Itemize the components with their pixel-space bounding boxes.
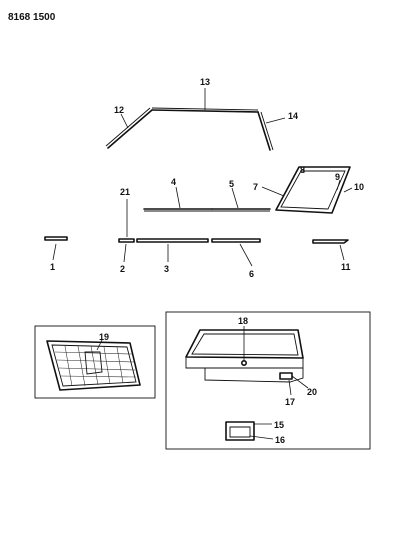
callout-14: 14 (288, 111, 298, 121)
callout-9: 9 (335, 172, 340, 182)
grille-inset: 19 (34, 325, 156, 399)
callout-5: 5 (229, 179, 234, 189)
liftgate-body (185, 357, 304, 369)
liftgate-inset: 18 20 17 15 16 (165, 311, 371, 450)
roof-molding-top-part-13 (151, 109, 259, 113)
quarter-window-outer-frame (275, 166, 351, 214)
liftgate-glass-inner (191, 333, 299, 356)
lower-molding-group: 1 2 21 3 6 11 (44, 187, 351, 279)
callout-10: 10 (354, 182, 364, 192)
license-lamp-part-15 (225, 421, 255, 441)
door-molding-part-6 (211, 238, 261, 243)
roof-molding-left-part-12 (107, 109, 153, 149)
callout-11: 11 (341, 262, 351, 272)
callout-18: 18 (238, 316, 248, 326)
callout-3: 3 (164, 264, 169, 274)
callout-13: 13 (200, 77, 210, 87)
callout-7: 7 (253, 182, 258, 192)
quarter-window-group: 8 7 9 10 (253, 165, 364, 214)
callout-15: 15 (274, 420, 284, 430)
grille-inset-frame (34, 325, 156, 399)
callout-6: 6 (249, 269, 254, 279)
liftgate-glass-outer (185, 329, 304, 359)
callout-19: 19 (99, 332, 109, 342)
callout-8: 8 (300, 165, 305, 175)
callout-17: 17 (285, 397, 295, 407)
door-molding-part-3 (136, 238, 209, 243)
callout-20: 20 (307, 387, 317, 397)
molding-end-part-11 (312, 239, 349, 244)
callout-2: 2 (120, 264, 125, 274)
upper-belt-molding-group: 4 5 (143, 177, 271, 212)
callout-16: 16 (275, 435, 285, 445)
liftgate-inset-frame (165, 311, 371, 450)
glass-fastener-part-18 (241, 359, 248, 366)
callout-4: 4 (171, 177, 176, 187)
callout-1: 1 (50, 262, 55, 272)
molding-end-part-1 (44, 236, 68, 241)
quarter-window-inner-frame (280, 170, 346, 210)
clip-part-2 (118, 238, 135, 243)
callout-12: 12 (114, 105, 124, 115)
grille-part-19 (46, 340, 141, 391)
callout-21: 21 (120, 187, 130, 197)
license-lamp-lens-part-16 (229, 426, 251, 438)
roof-molding-right-part-14 (257, 111, 271, 151)
roof-molding-group: 13 12 14 (105, 77, 298, 151)
diagram-code: 8168 1500 (8, 12, 56, 23)
liftgate-handle-part-17 (279, 372, 293, 380)
